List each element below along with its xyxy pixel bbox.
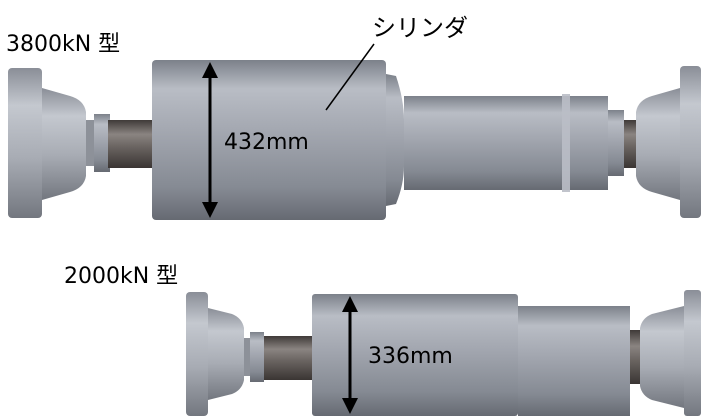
left-collar-2-2000 xyxy=(250,332,264,382)
dimension-arrow-336 xyxy=(342,296,358,414)
left-collar-2 xyxy=(94,114,110,172)
left-collar-2000 xyxy=(244,338,250,376)
model-label-3800: 3800kN 型 xyxy=(6,32,121,57)
cylinder-2000-assembly xyxy=(186,290,701,416)
cylinder-shoulder xyxy=(386,74,404,206)
piston-tube xyxy=(404,96,608,190)
piston-tube-2000 xyxy=(518,306,630,416)
left-flange-plate-2000 xyxy=(186,292,208,416)
right-flange-plate-2000 xyxy=(684,290,701,416)
right-flange-plate xyxy=(680,66,701,218)
left-flange-taper-2000 xyxy=(208,308,244,400)
right-collar xyxy=(608,110,624,176)
left-flange-taper xyxy=(42,88,86,200)
main-cylinder-body-2000 xyxy=(312,294,518,416)
left-collar xyxy=(86,120,94,166)
cylinder-label: シリンダ xyxy=(372,14,468,42)
dimension-arrow-432 xyxy=(202,62,218,218)
right-flange-taper xyxy=(636,88,680,200)
left-rod-2000 xyxy=(264,336,312,380)
cylinder-3800-assembly xyxy=(8,43,701,220)
left-rod xyxy=(108,120,152,168)
left-flange-plate xyxy=(8,68,42,218)
cylinder-leader-line xyxy=(325,43,375,111)
right-collar-2000 xyxy=(630,330,640,384)
right-flange-taper-2000 xyxy=(640,306,684,408)
dimension-label-432: 432mm xyxy=(224,130,309,155)
dimension-label-336: 336mm xyxy=(368,344,453,369)
right-rod xyxy=(624,120,636,168)
model-label-2000: 2000kN 型 xyxy=(64,264,179,289)
piston-ring xyxy=(562,94,570,192)
